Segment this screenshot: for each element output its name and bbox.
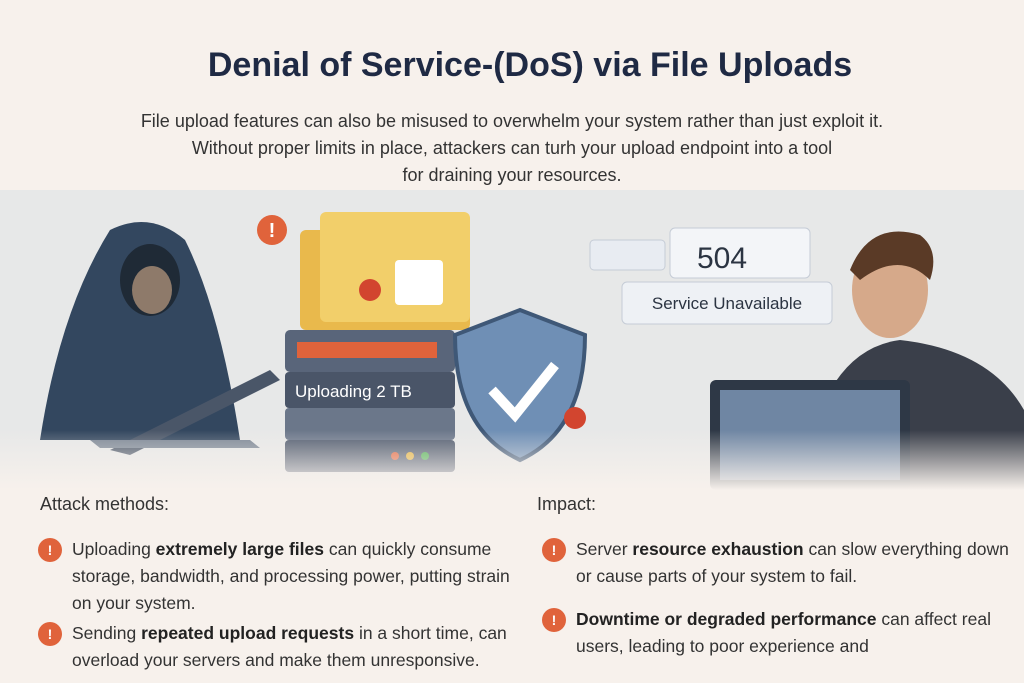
- attack-item: ! Uploading extremely large files can qu…: [38, 536, 528, 617]
- bug-icon: [359, 279, 381, 301]
- subtitle-line: File upload features can also be misused…: [140, 111, 884, 131]
- error-panel: [589, 227, 833, 325]
- error-code: 504: [697, 242, 747, 275]
- warning-icon: !: [542, 538, 566, 562]
- dos-scene: ! Uploading 2 TB 504 Service Unavailable: [0, 190, 1024, 490]
- error-text: Service Unavailable: [652, 294, 802, 313]
- subtitle-line: for draining your resources.: [402, 165, 622, 185]
- subtitle-line: Without proper limits in place, attacker…: [191, 138, 833, 158]
- warning-icon: !: [542, 608, 566, 632]
- impact-heading: Impact:: [537, 494, 597, 514]
- subtitle: File upload features can also be misused…: [0, 108, 1024, 189]
- shield-icon: [452, 307, 588, 463]
- page-title: Denial of Service-(DoS) via File Uploads: [207, 46, 853, 84]
- impact-item: ! Downtime or degraded performance can a…: [542, 606, 1012, 660]
- impact-item: ! Server resource exhaustion can slow ev…: [542, 536, 1012, 590]
- attack-methods-heading: Attack methods:: [40, 494, 170, 514]
- attack-item: ! Sending repeated upload requests in a …: [38, 620, 548, 674]
- alert-icon-glyph: !: [269, 220, 276, 242]
- bug-icon: [564, 407, 586, 429]
- upload-label: Uploading 2 TB: [295, 382, 412, 401]
- fog-overlay: [0, 430, 1024, 490]
- warning-icon: !: [38, 538, 62, 562]
- illustration: ! Uploading 2 TB 504 Service Unavailable: [0, 190, 1024, 490]
- warning-icon: !: [38, 622, 62, 646]
- folder-icon: [300, 212, 470, 330]
- alert-icon: [257, 215, 287, 245]
